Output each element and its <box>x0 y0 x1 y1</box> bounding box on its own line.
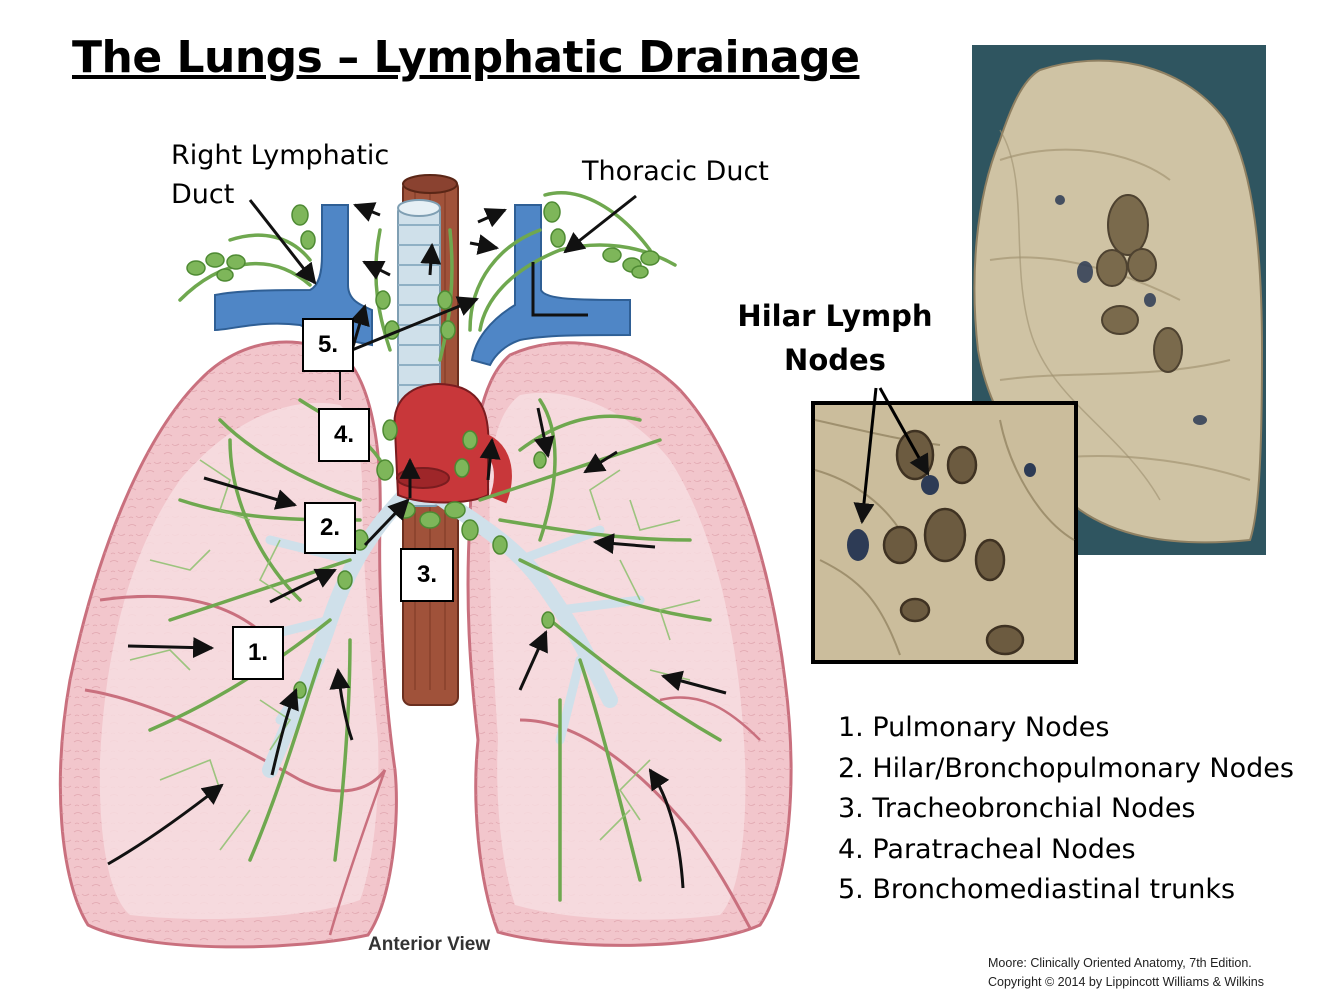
legend-item: 3. Tracheobronchial Nodes <box>838 793 1196 824</box>
flow-arrows <box>107 202 727 889</box>
credit-line2: Copyright © 2014 by Lippincott Williams … <box>988 975 1264 989</box>
legend-item: 5. Bronchomediastinal trunks <box>838 874 1236 905</box>
marker5-pointer-a <box>349 303 370 351</box>
lymphatic-fine <box>129 459 701 851</box>
right-lymphatic-duct-label: Right Lymphatic Duct <box>171 136 389 214</box>
legend-item: 1. Pulmonary Nodes <box>838 712 1110 743</box>
hilar-label-line2: Nodes <box>784 343 886 377</box>
right-lymphatic-duct-line1: Right Lymphatic <box>171 140 390 171</box>
hilar-pointer-b <box>878 387 930 476</box>
brachiocephalic-veins <box>214 204 631 367</box>
right-duct-pointer <box>248 199 317 285</box>
source-credit: Moore: Clinically Oriented Anatomy, 7th … <box>988 954 1264 992</box>
lymphatic-network <box>148 191 722 902</box>
hilar-lymph-nodes-label: Hilar Lymph Nodes <box>730 294 940 382</box>
hilar-pointer-a <box>853 387 878 525</box>
legend-item: 4. Paratracheal Nodes <box>838 833 1136 865</box>
thoracic-duct-pointer <box>563 194 637 254</box>
credit-line1: Moore: Clinically Oriented Anatomy, 7th … <box>988 956 1252 970</box>
marker-2: 2. <box>304 502 356 554</box>
view-caption: Anterior View <box>368 934 491 955</box>
legend-item: 2. Hilar/Bronchopulmonary Nodes <box>838 752 1294 784</box>
marker-4: 4. <box>318 408 370 462</box>
marker-3: 3. <box>400 548 454 602</box>
page-title: The Lungs – Lymphatic Drainage <box>72 32 860 83</box>
legend: 1. Pulmonary Nodes 2. Hilar/Bronchopulmo… <box>838 708 1294 911</box>
right-lymphatic-duct-line2: Duct <box>171 179 235 210</box>
marker5-pointer-b <box>351 296 479 352</box>
marker-5: 5. <box>302 318 354 372</box>
thoracic-duct-label: Thoracic Duct <box>582 156 769 187</box>
hilar-label-line1: Hilar Lymph <box>737 299 933 333</box>
marker-1: 1. <box>232 626 284 680</box>
